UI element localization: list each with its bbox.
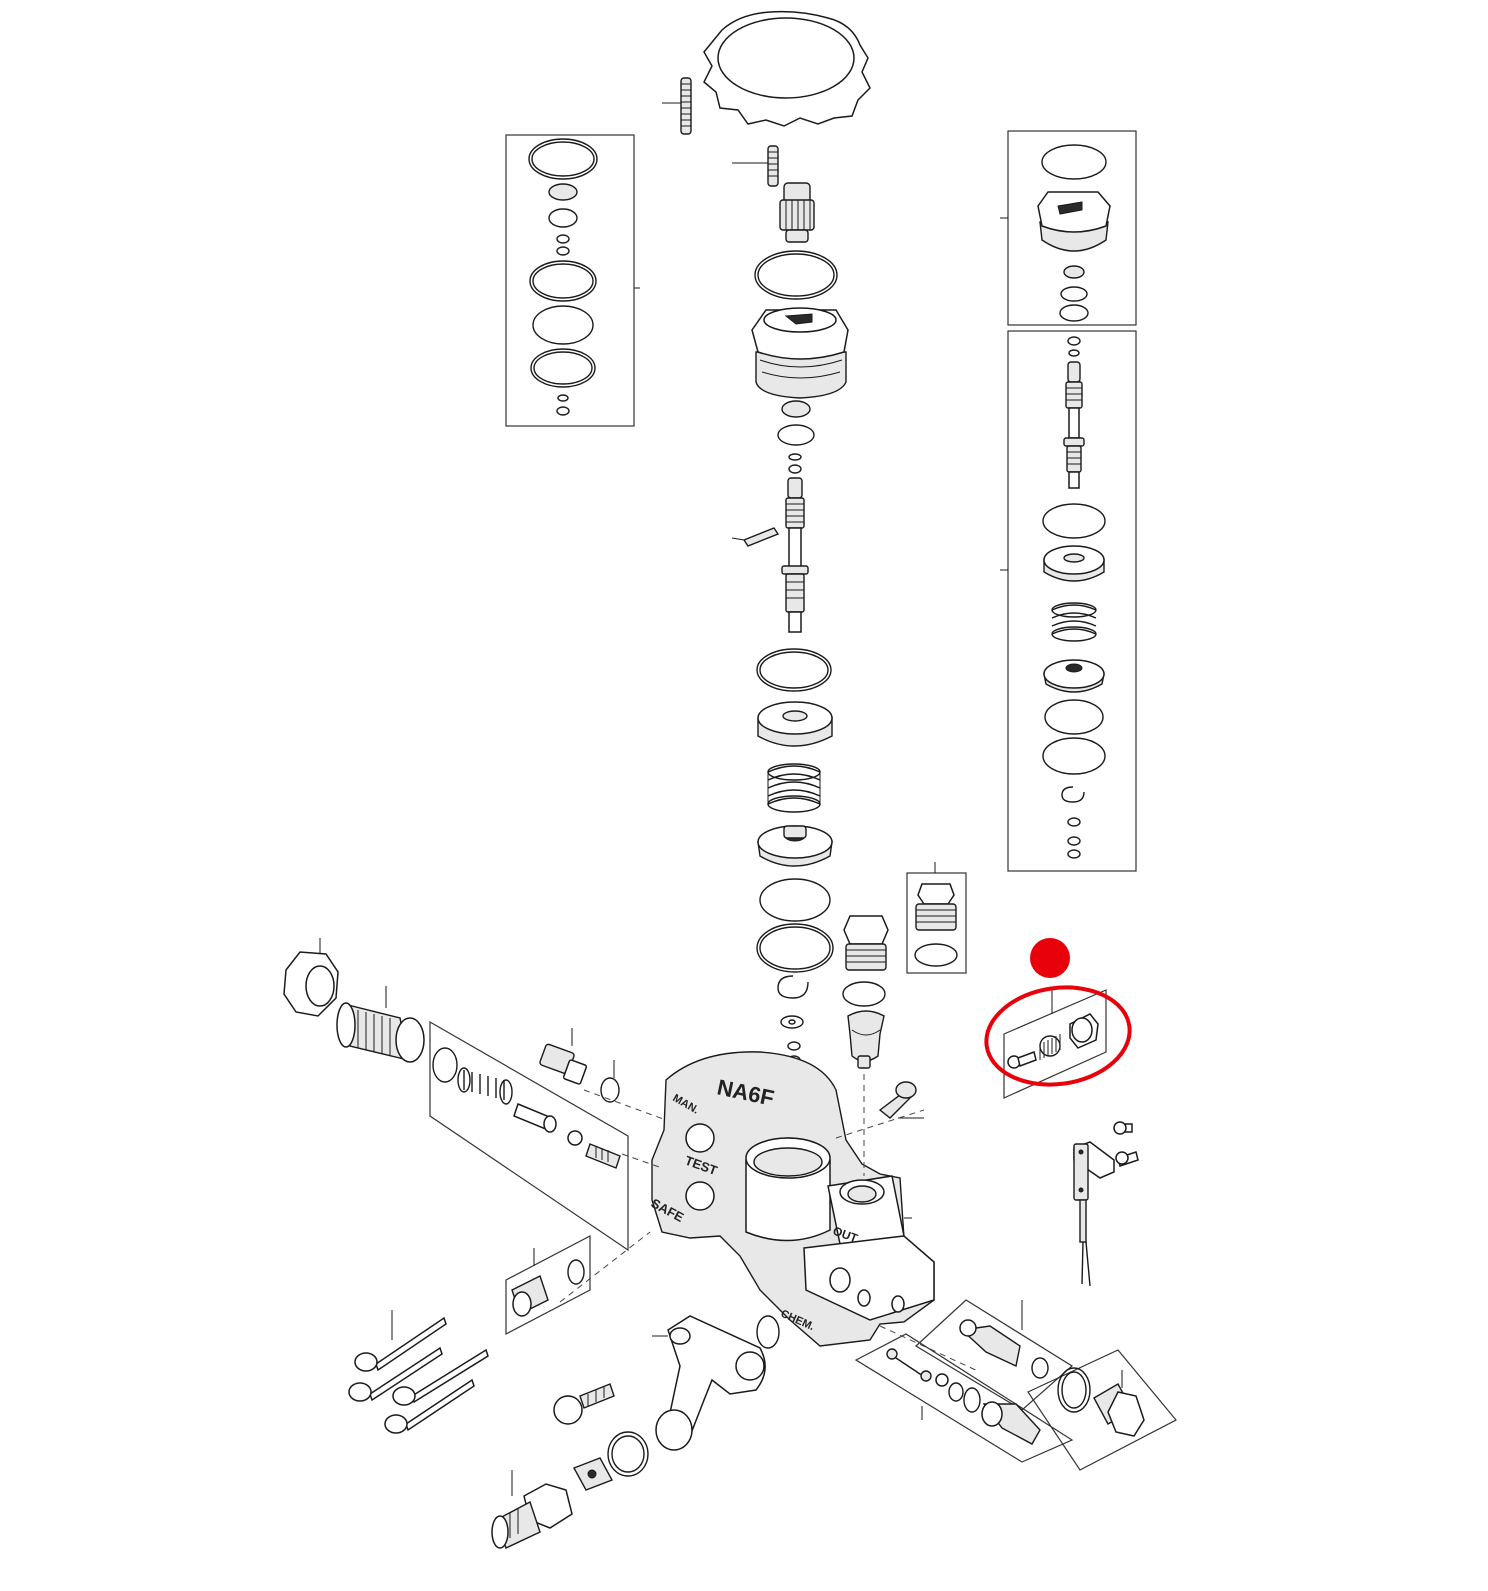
inlet-hose-fitting[interactable] [336, 986, 425, 1063]
o-ring-large-2[interactable] [756, 648, 832, 692]
o-ring-plug[interactable] [842, 981, 886, 1007]
spring-seat[interactable] [757, 825, 833, 867]
valve-kit-right-box[interactable] [1000, 330, 1137, 872]
o-ring-large-1[interactable] [754, 250, 838, 300]
seal-kit-left-box[interactable] [505, 134, 640, 427]
check-valve-kit-box[interactable] [854, 1333, 1074, 1463]
cap-screw-1[interactable] [354, 1310, 447, 1372]
o-ring-large-3[interactable] [759, 878, 831, 922]
o-ring-large-4[interactable] [756, 923, 834, 973]
threaded-stud-2[interactable] [732, 145, 779, 187]
relief-kit-box[interactable] [505, 1235, 591, 1335]
o-ring-elbow[interactable] [756, 1315, 780, 1349]
cap-screw-3[interactable] [392, 1348, 489, 1406]
adjuster-shaft[interactable] [779, 182, 815, 243]
spring-main[interactable] [767, 763, 821, 813]
outlet-fitting[interactable] [491, 1470, 573, 1549]
pressure-switch[interactable] [1073, 1141, 1115, 1287]
cap-kit-right-box[interactable] [1000, 130, 1137, 326]
hex-plug[interactable] [843, 915, 889, 971]
screw-1[interactable] [1113, 1121, 1133, 1135]
highlight-marker-dot [1030, 938, 1070, 978]
retaining-clip-1[interactable] [777, 975, 809, 999]
o-ring-bottom-1[interactable] [607, 1431, 649, 1477]
small-seals-stack-1[interactable] [777, 400, 815, 474]
nipple-fitting[interactable] [539, 1028, 588, 1085]
cap-screw-2[interactable] [348, 1346, 443, 1402]
small-seals-stack-2[interactable] [780, 1015, 804, 1065]
plug-kit-bottom-box[interactable] [1027, 1349, 1177, 1471]
inlet-kit-box[interactable] [429, 1020, 629, 1252]
cap-nut[interactable] [751, 307, 849, 399]
highlighted-plunger-kit[interactable] [1003, 988, 1107, 1099]
inlet-nut[interactable] [283, 938, 339, 1017]
piston-shaft[interactable] [781, 477, 809, 633]
plug-kit-box[interactable] [906, 862, 967, 974]
screw-2[interactable] [1115, 1151, 1139, 1167]
cap-screw-4[interactable] [384, 1378, 475, 1434]
pin[interactable] [731, 527, 780, 547]
handwheel-knob[interactable] [703, 10, 871, 127]
threaded-stud-top[interactable] [662, 77, 692, 135]
unloader-body[interactable]: NA6F MAN. TEST SAFE OUT CHEM. [649, 1051, 935, 1347]
lever-fitting[interactable] [878, 1081, 924, 1119]
hex-coupler[interactable] [573, 1457, 613, 1491]
chem-valve-kit-box[interactable] [915, 1299, 1074, 1411]
barb-fitting[interactable] [553, 1383, 615, 1425]
piston-seat[interactable] [757, 701, 833, 747]
highlight-ellipse [984, 985, 1132, 1087]
bypass-elbow[interactable] [652, 1315, 766, 1451]
o-ring-nipple[interactable] [600, 1060, 620, 1103]
valve-cage[interactable] [847, 1010, 885, 1069]
